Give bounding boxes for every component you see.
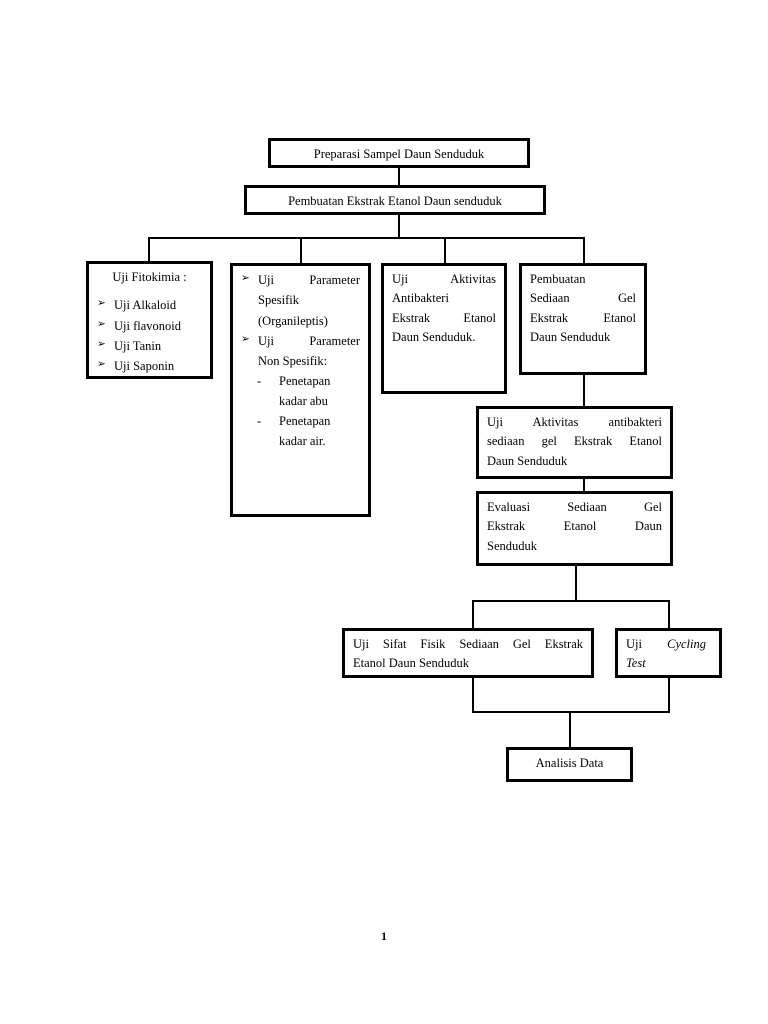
arrow-bullet-icon: ➢ (97, 298, 106, 310)
page-number: 1 (381, 931, 387, 943)
list-item-label: Non Spesifik: (258, 354, 328, 368)
list-item-label: Uji Parameter (258, 273, 360, 287)
connector-merge-to-analisis (569, 711, 571, 748)
list-item: ➢ Uji Saponin (97, 356, 202, 376)
node-line: Uji Aktivitas antibakteri (487, 415, 662, 429)
list-item-label: Uji Saponin (114, 359, 175, 374)
list-item: ➢ Uji Parameter Non Spesifik: (241, 331, 360, 372)
arrow-bullet-icon: ➢ (97, 338, 106, 350)
node-line: Ekstrak Etanol (392, 310, 496, 325)
fitokimia-list: ➢Uji Alkaloid ➢Uji flavonoid ➢Uji Tanin … (97, 295, 202, 376)
cycling-prefix: Uji (626, 637, 642, 651)
list-item: ➢ Uji Parameter Spesifik (Organileptis) (241, 270, 360, 331)
node-uji-parameter[interactable]: ➢ Uji Parameter Spesifik (Organileptis) … (230, 263, 371, 517)
sub-list-item: - Penetapan kadar air. (241, 411, 360, 451)
node-line: Daun Senduduk. (392, 330, 476, 345)
connector-ekstrak-down (398, 214, 400, 238)
connector-preparasi-to-ekstrak (398, 167, 400, 186)
list-item: ➢ Uji Alkaloid (97, 295, 202, 315)
node-uji-fitokimia[interactable]: Uji Fitokimia : ➢ Uji Alkaloid ➢ Uji flavo… (86, 261, 213, 379)
connector-drop-cycling (668, 600, 670, 629)
node-uji-cycling-test[interactable]: Uji Cycling Test (615, 628, 722, 678)
node-pembuatan-sediaan-gel[interactable]: Pembuatan Sediaan Gel Ekstrak Etanol Dau… (519, 263, 647, 375)
dash-bullet-icon: - (257, 374, 262, 389)
node-line: Daun Senduduk (530, 330, 611, 345)
dash-bullet-icon: - (257, 414, 262, 429)
node-uji-aktivitas-antibakteri-ekstrak[interactable]: Uji Aktivitas Antibakteri Ekstrak Etanol… (381, 263, 507, 394)
list-item-label: Uji flavonoid (114, 318, 182, 333)
node-uji-sifat-fisik[interactable]: Uji Sifat Fisik Sediaan Gel Ekstrak Etan… (342, 628, 594, 678)
sub-list-item-label: Penetapan (279, 374, 331, 389)
connector-drop-sifat-fisik (472, 600, 474, 629)
arrow-bullet-icon: ➢ (241, 333, 250, 345)
connector-drop-gel (583, 237, 585, 264)
node-line: Ekstrak Etanol (530, 310, 636, 325)
node-line: Daun Senduduk (487, 453, 568, 468)
node-line: Pembuatan (530, 272, 586, 286)
node-preparasi-sampel[interactable]: Preparasi Sampel Daun Senduduk (268, 138, 530, 168)
node-evaluasi-sediaan-gel[interactable]: Evaluasi Sediaan Gel Ekstrak Etanol Daun… (476, 491, 673, 566)
node-uji-aktivitas-antibakteri-sediaan-gel[interactable]: Uji Aktivitas antibakteri sediaan gel Ek… (476, 406, 673, 479)
connector-evaluasi-down (575, 565, 577, 601)
node-analisis-data[interactable]: Analisis Data (506, 747, 633, 782)
list-item-label: Spesifik (258, 293, 299, 308)
parameter-list: ➢ Uji Parameter Spesifik (Organileptis) … (241, 270, 360, 371)
cycling-italic-label: Cycling Test (626, 637, 706, 671)
connector-merge-bus (472, 711, 670, 713)
connector-drop-fitokimia (148, 237, 150, 262)
node-line: Ekstrak Etanol Daun (487, 519, 662, 534)
arrow-bullet-icon: ➢ (97, 318, 106, 330)
sub-list-item-label: kadar abu (279, 394, 328, 409)
node-line: Uji Aktivitas (392, 272, 496, 286)
sub-list-item-label: Penetapan (279, 414, 331, 429)
list-item: ➢ Uji flavonoid (97, 316, 202, 336)
connector-ujigel-to-evaluasi (583, 478, 585, 492)
connector-evaluasi-split-bus (472, 600, 670, 602)
list-item-label: Uji Parameter (258, 333, 360, 348)
node-pembuatan-ekstrak[interactable]: Pembuatan Ekstrak Etanol Daun senduduk (244, 185, 546, 215)
node-preparasi-label: Preparasi Sampel Daun Senduduk (313, 147, 485, 161)
sub-list-item-label: kadar air. (279, 434, 326, 449)
arrow-bullet-icon: ➢ (241, 273, 250, 284)
fitokimia-title: Uji Fitokimia : (112, 270, 187, 284)
node-line: sediaan gel Ekstrak Etanol (487, 434, 662, 449)
node-line: Sediaan Gel (530, 291, 636, 306)
list-item-label: Uji Tanin (114, 338, 162, 353)
list-item-label: (Organileptis) (258, 313, 328, 328)
node-ekstrak-label: Pembuatan Ekstrak Etanol Daun senduduk (288, 194, 502, 208)
node-line: Uji Sifat Fisik Sediaan Gel Ekstrak (353, 637, 583, 651)
list-item: ➢ Uji Tanin (97, 336, 202, 356)
list-item-label: Uji Alkaloid (114, 298, 177, 313)
connector-drop-parameter (300, 237, 302, 264)
connector-gel-to-ujigel (583, 374, 585, 407)
sub-list-item: - Penetapan kadar abu (241, 371, 360, 411)
node-line: Evaluasi Sediaan Gel (487, 500, 662, 514)
arrow-bullet-icon: ➢ (97, 359, 106, 371)
node-line: Etanol Daun Senduduk (353, 656, 469, 671)
node-line: Antibakteri (392, 291, 449, 306)
connector-drop-antibakteri (444, 237, 446, 264)
connector-branch-bus (148, 237, 584, 239)
parameter-sublist: - Penetapan kadar abu - Penetapan kadar … (241, 371, 360, 451)
connector-cycling-down (668, 677, 670, 713)
connector-sifat-fisik-down (472, 677, 474, 713)
node-line: Senduduk (487, 538, 537, 553)
node-analisis-label: Analisis Data (535, 756, 604, 770)
